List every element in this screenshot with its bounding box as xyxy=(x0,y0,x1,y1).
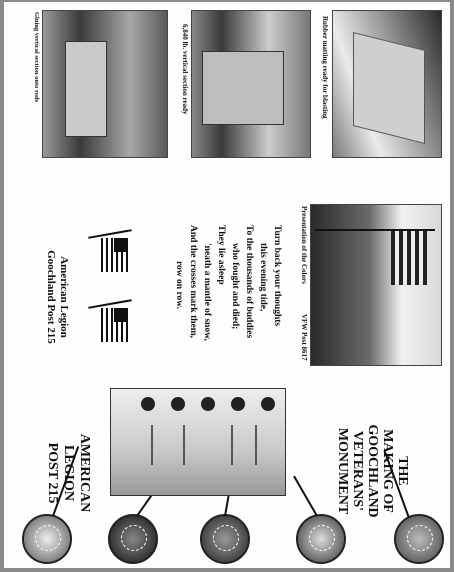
legion-name-line: LEGION xyxy=(61,444,76,501)
legion-post-line: American Legion xyxy=(58,256,70,338)
title-line: VETERANS' xyxy=(350,430,365,512)
american-flag-icon xyxy=(88,299,132,342)
legion-post-label: American Legion Goochland Post 215 xyxy=(44,222,70,372)
brochure-page: Rubber matting ready for blasting 6,840 … xyxy=(4,2,450,568)
title-line: GOOCHLAND xyxy=(365,424,380,518)
caption-rubber-matting: Rubber matting ready for blasting xyxy=(321,16,329,119)
army-seal-icon xyxy=(394,514,444,564)
caption-vertical-section: 6,840 lb. vertical section ready xyxy=(181,24,189,115)
marine-corps-seal-icon xyxy=(108,514,158,564)
caption-presentation-of-colors: Presentation of the Colors xyxy=(300,206,308,284)
connector-line xyxy=(293,475,318,517)
monument-image xyxy=(110,388,286,496)
american-flag-icon xyxy=(88,229,132,272)
photo-gluing-section xyxy=(42,10,168,158)
caption-gluing-section: Gluing vertical section onto rods xyxy=(33,12,40,103)
poem-line: who fought and died; xyxy=(230,243,240,330)
navy-seal-icon xyxy=(296,514,346,564)
legion-post-line: Goochland Post 215 xyxy=(45,250,57,344)
photo-presentation-of-colors xyxy=(310,204,442,366)
poem-line: 'neath a mantle of snow, xyxy=(202,243,212,341)
photo-vertical-section xyxy=(191,10,311,158)
legion-name-line: POST 215 xyxy=(45,442,60,504)
air-force-seal-icon xyxy=(200,514,250,564)
legion-name: AMERICAN LEGION POST 215 xyxy=(44,398,92,548)
poem-line: Turn back your thoughts xyxy=(272,225,282,327)
poem-line: To the thousands of buddies xyxy=(244,225,254,339)
poem-line: this evening tide, xyxy=(258,243,268,312)
poem-line: They lie asleep xyxy=(216,225,226,285)
legion-name-line: AMERICAN xyxy=(77,433,92,513)
poem-line: And the crosses mark them, xyxy=(188,225,198,339)
poem: Turn back your thoughts this evening tid… xyxy=(172,225,284,341)
poem-line: row on row. xyxy=(174,261,184,309)
caption-vfw-post: VFW Post 8617 xyxy=(300,314,308,361)
rotated-brochure: Rubber matting ready for blasting 6,840 … xyxy=(4,2,450,568)
photo-rubber-matting xyxy=(332,10,442,158)
